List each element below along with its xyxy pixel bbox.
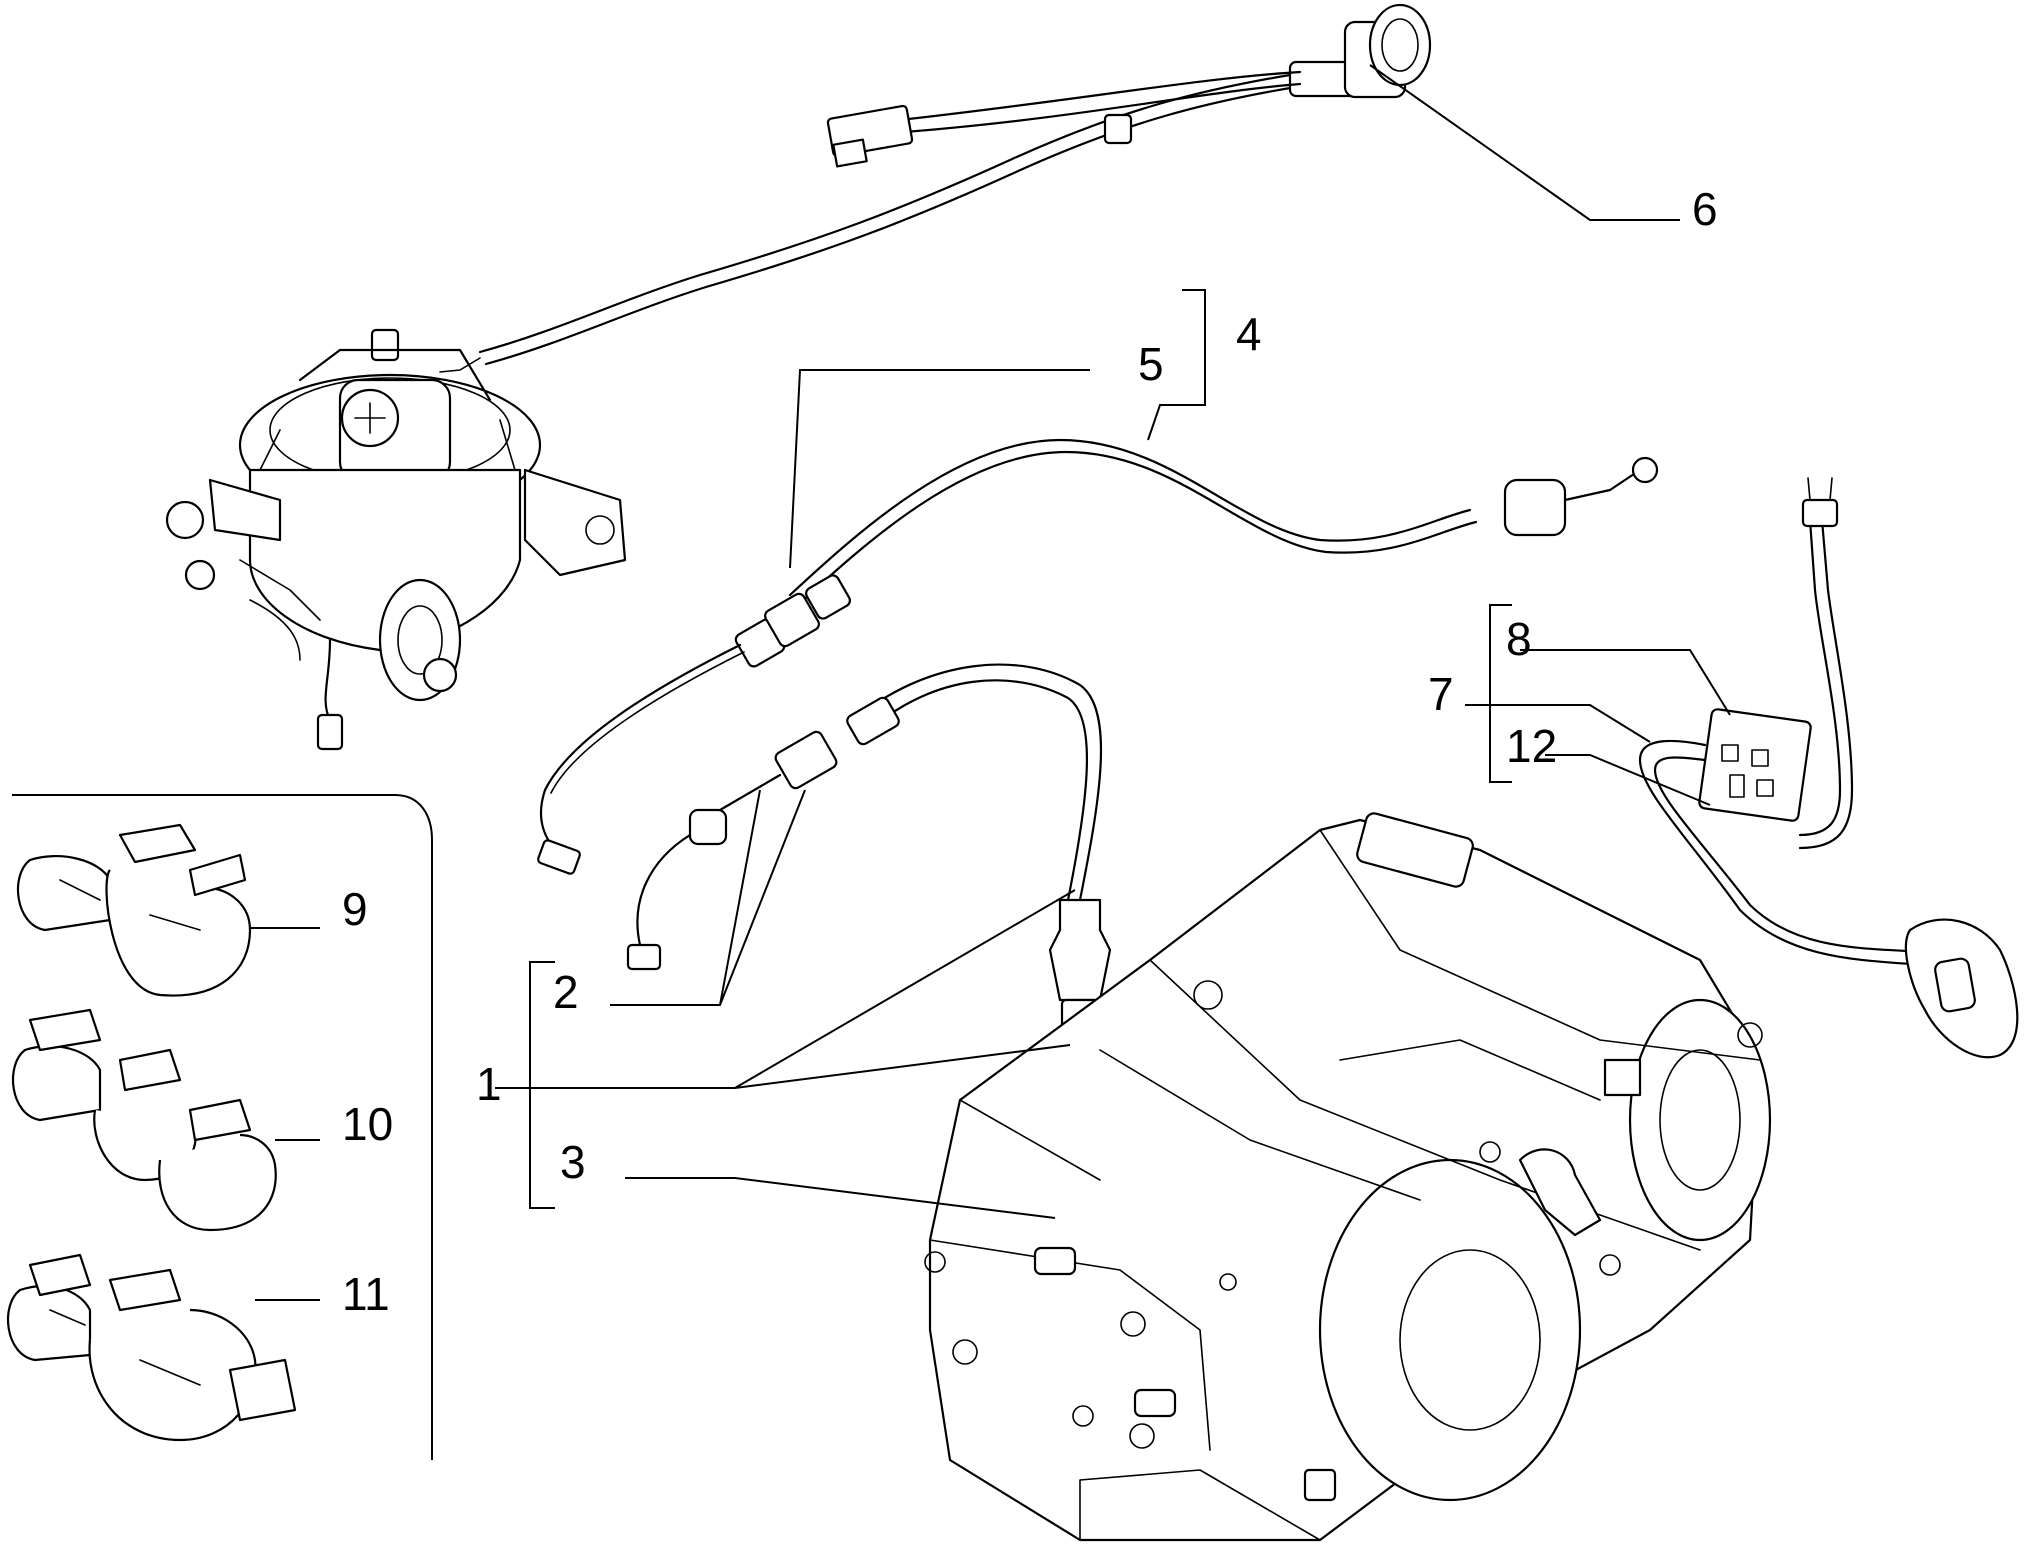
callout-3: 3: [560, 1136, 586, 1188]
callout-7: 7: [1428, 668, 1454, 720]
bracket-4: [1182, 289, 1206, 406]
callout-12: 12: [1506, 720, 1557, 772]
carburetor-assembly: [165, 328, 627, 751]
callout-5: 5: [1138, 338, 1164, 390]
cable-clip-offset: [6, 1253, 297, 1442]
bracket-1: [529, 961, 555, 1209]
callout-9: 9: [342, 883, 368, 935]
speedometer-cable: [439, 3, 1432, 373]
bracket-7: [1489, 604, 1512, 783]
cable-clip-triple: [11, 1008, 277, 1232]
callout-8: 8: [1506, 613, 1532, 665]
callout-11: 11: [342, 1268, 390, 1320]
callout-10: 10: [342, 1098, 393, 1150]
clips-panel-border: [12, 794, 433, 1460]
selector-switch-harness: [1638, 477, 2019, 1059]
cable-clip-double: [16, 823, 252, 997]
leader-lines: [250, 64, 1731, 1301]
callout-1: 1: [476, 1058, 502, 1110]
callout-2: 2: [553, 966, 579, 1018]
callout-4: 4: [1236, 308, 1262, 360]
accelerator-cable: [537, 438, 1659, 875]
callout-6: 6: [1692, 183, 1718, 235]
automatic-transmission: [924, 812, 1772, 1542]
